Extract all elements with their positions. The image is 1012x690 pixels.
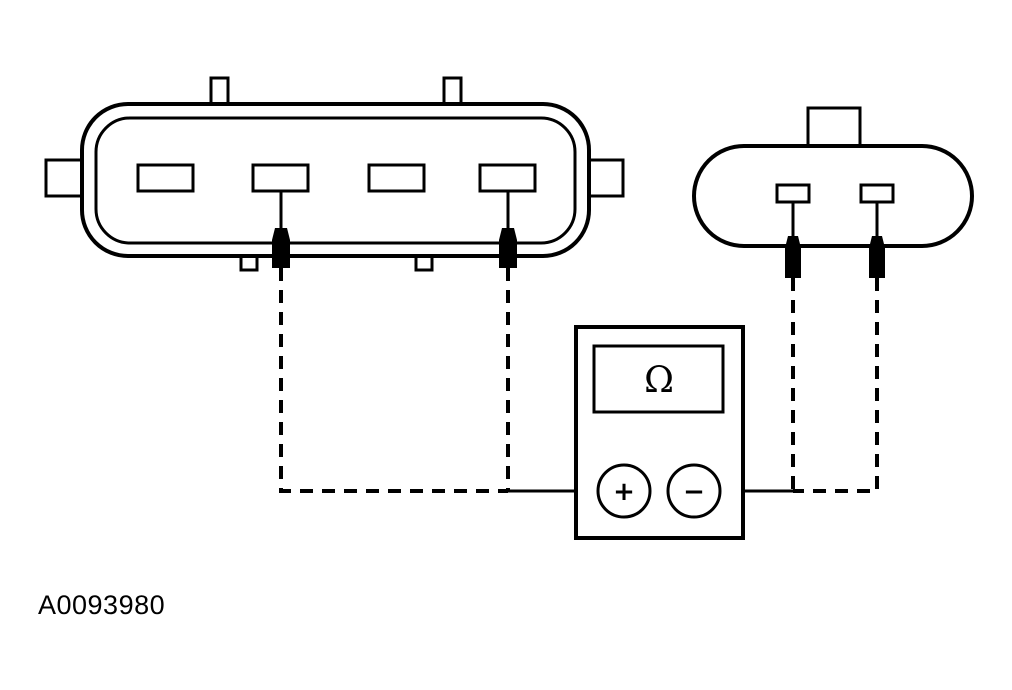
connector-pin-slot-2	[251, 163, 310, 193]
connector-pin-slot-4	[478, 163, 537, 193]
connector-top-tab-right	[442, 76, 463, 106]
two-pin-connector-body	[692, 144, 974, 248]
ohm-symbol: Ω	[644, 360, 674, 401]
probe-tip-connector-pin-2	[272, 228, 290, 268]
connector-body-outer	[80, 102, 591, 258]
negative-jack-sign: −	[683, 477, 705, 507]
positive-jack: +	[596, 463, 652, 519]
connector-pin-slot-1	[136, 163, 195, 193]
probe-tip-two-pin-slot-1	[785, 236, 801, 278]
connector-pin-slot-3	[367, 163, 426, 193]
probe-tip-two-pin-slot-2	[869, 236, 885, 278]
connector-right-ear	[582, 158, 625, 198]
lead-two-pin-slot-2-dashed	[793, 278, 879, 493]
lead-pin-2-dashed	[279, 268, 508, 493]
connector-body-inner	[94, 116, 577, 245]
connector-left-ear	[44, 158, 86, 198]
positive-jack-sign: +	[613, 477, 635, 507]
two-pin-connector-slot-1	[775, 183, 811, 204]
connector-top-tab-left	[209, 76, 230, 106]
two-pin-connector-tab	[806, 106, 862, 152]
figure-id-label: A0093980	[38, 590, 166, 620]
four-pin-connector	[44, 76, 625, 272]
probe-tip-connector-pin-4	[499, 228, 517, 268]
ohmmeter: Ω + −	[574, 325, 745, 540]
probe-tips	[272, 228, 885, 278]
ohmmeter-display	[592, 344, 725, 414]
negative-jack: −	[666, 463, 722, 519]
two-pin-connector	[692, 106, 974, 248]
two-pin-connector-slot-2	[859, 183, 895, 204]
